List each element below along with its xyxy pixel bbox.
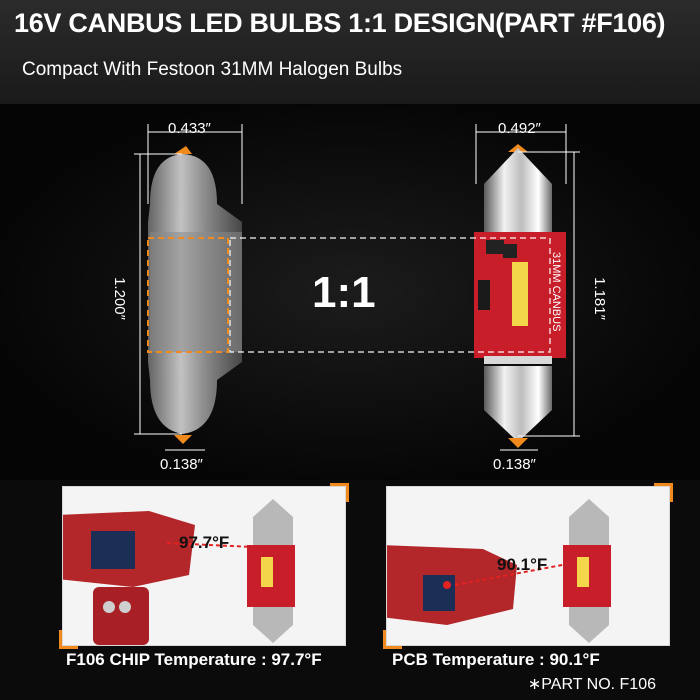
thermometer-gun-illustration xyxy=(387,487,669,645)
bulb-comparison-illustration: 31MM CANBUS xyxy=(134,124,580,451)
halogen-bulb xyxy=(148,146,242,444)
part-number: ∗PART NO. F106 xyxy=(527,676,656,693)
chip-temperature-panel: 97.7°F xyxy=(59,483,349,649)
chip-temperature-caption: F106 CHIP Temperature : 97.7°F xyxy=(66,650,322,669)
thermometer-gun-illustration xyxy=(63,487,345,645)
led-bulb: 31MM CANBUS xyxy=(474,144,566,448)
pcb-temperature-caption: PCB Temperature : 90.1°F xyxy=(392,650,600,669)
halogen-tip-label: 0.138″ xyxy=(160,456,203,473)
page-title: 16V CANBUS LED BULBS 1:1 DESIGN(PART #F1… xyxy=(14,8,666,38)
led-length-label: 1.181″ xyxy=(590,277,608,320)
halogen-length-label: 1.200″ xyxy=(110,277,128,320)
led-width-label: 0.492″ xyxy=(498,120,541,137)
pcb-temperature-panel: 90.1°F xyxy=(383,483,673,649)
halogen-width-label: 0.433″ xyxy=(168,120,211,137)
led-tip-label: 0.138″ xyxy=(493,456,536,473)
led-pcb-label: 31MM CANBUS xyxy=(550,252,562,331)
ratio-label: 1:1 xyxy=(312,268,376,317)
pcb-temperature-reading: 90.1°F xyxy=(497,555,548,574)
page-subtitle: Compact With Festoon 31MM Halogen Bulbs xyxy=(22,59,403,80)
chip-temperature-reading: 97.7°F xyxy=(179,533,230,552)
header-banner: 16V CANBUS LED BULBS 1:1 DESIGN(PART #F1… xyxy=(0,0,700,104)
comparison-area xyxy=(0,104,700,480)
